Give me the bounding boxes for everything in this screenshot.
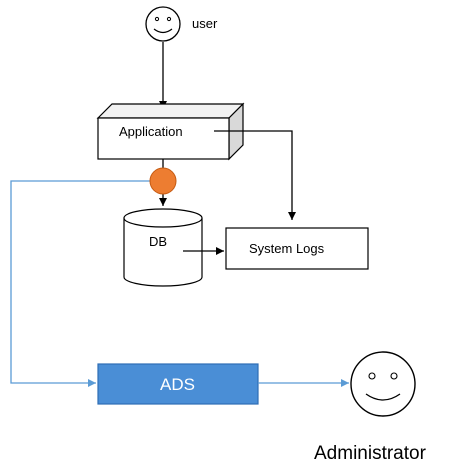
application-box <box>96 102 245 161</box>
tap-to-ads-line <box>10 180 150 387</box>
db-cylinder <box>123 208 203 287</box>
system-logs-box <box>225 227 369 270</box>
system-logs-label: System Logs <box>249 241 325 256</box>
user-smiley-icon <box>145 6 181 42</box>
ads-box <box>97 363 259 405</box>
db-label: DB <box>149 234 167 249</box>
application-to-systemlogs-arrow <box>214 130 296 220</box>
application-label: Application <box>119 124 183 139</box>
tap-point-orange-circle-icon <box>149 167 177 195</box>
user-label: user <box>192 16 218 31</box>
ads-label: ADS <box>160 375 195 394</box>
administrator-smiley-icon <box>350 351 416 417</box>
administrator-label: Administrator <box>314 443 427 464</box>
